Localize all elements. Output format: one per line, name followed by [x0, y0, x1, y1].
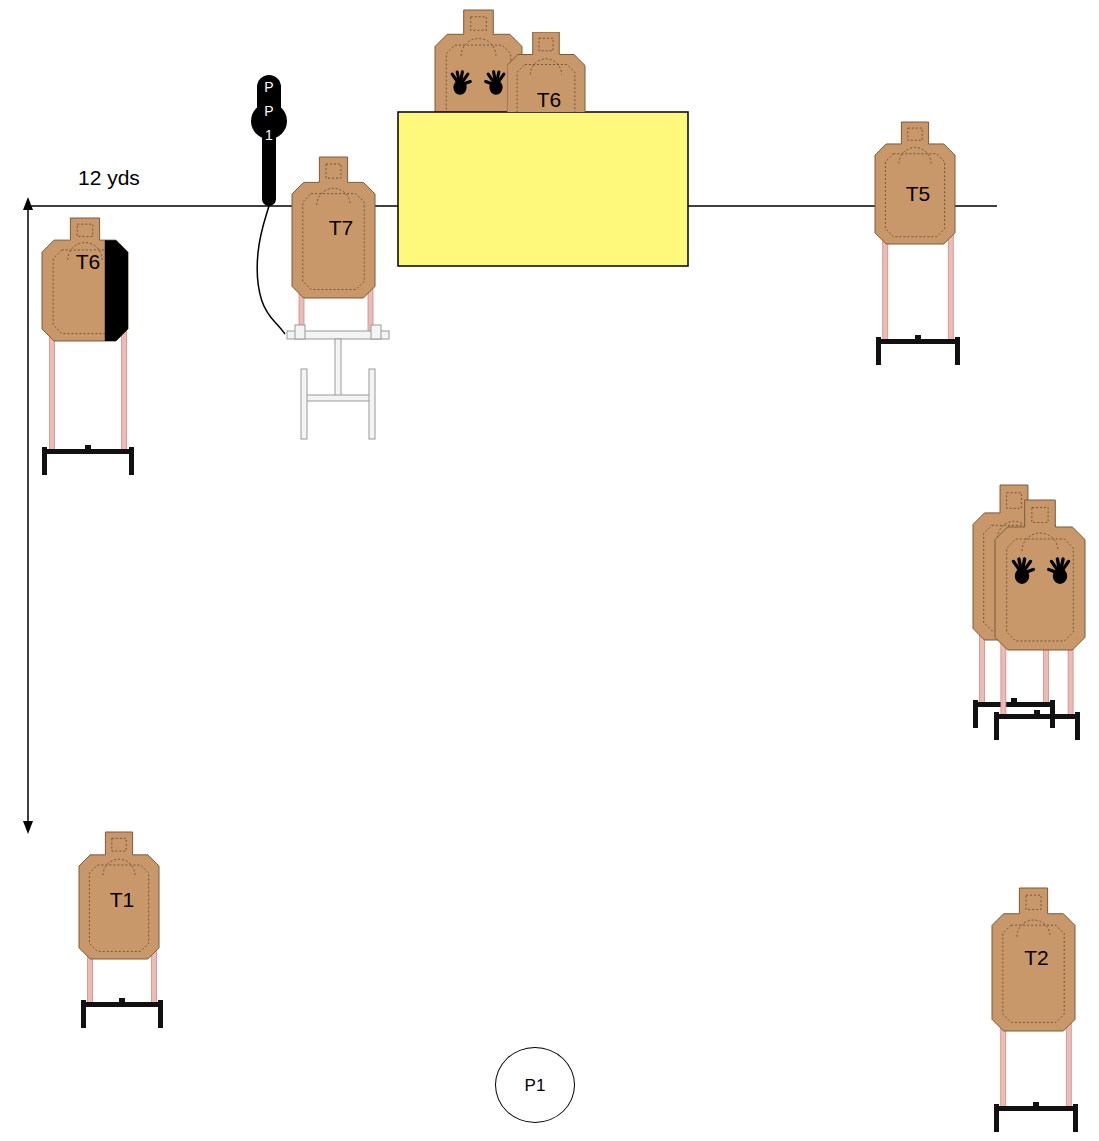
stand-knob: [119, 998, 125, 1003]
stand-leg: [42, 447, 47, 475]
stand-leg: [301, 369, 307, 439]
head-zone: [1007, 493, 1022, 509]
scoring-zone: [530, 59, 561, 75]
head-zone: [471, 17, 487, 31]
stand-leg: [158, 1000, 163, 1028]
stand-leg: [876, 337, 881, 365]
target-label: T6: [507, 88, 591, 112]
target-node: T7: [285, 157, 397, 442]
scoring-zone: [1022, 533, 1058, 551]
prop-label: P P 1: [262, 75, 276, 147]
head-zone: [1032, 508, 1048, 523]
target-label: T5: [875, 182, 961, 206]
target-label: T1: [79, 888, 165, 912]
node-shape: [42, 218, 128, 341]
hand-print: [486, 72, 504, 95]
stand-leg: [1075, 712, 1080, 740]
stand-leg: [973, 700, 978, 728]
scoring-zone: [1007, 539, 1074, 641]
stand-base: [303, 395, 373, 401]
target-label: T6: [42, 250, 134, 274]
finger: [1013, 561, 1022, 573]
target-node: T2: [992, 888, 1081, 1031]
stand-leg: [1073, 1104, 1078, 1132]
hand-print: [452, 72, 470, 95]
distance-label: 12 yds: [78, 166, 140, 190]
head-zone: [77, 224, 92, 236]
stand-knob: [85, 445, 91, 450]
head-zone: [908, 128, 922, 140]
barricade: [398, 112, 688, 266]
activator-cable: [257, 206, 285, 334]
target-node: T5: [875, 122, 961, 244]
finger: [496, 74, 504, 85]
head-zone: [539, 38, 553, 51]
node-shape: [285, 157, 391, 442]
stand-post: [335, 339, 341, 399]
stand-knob: [1033, 1102, 1039, 1107]
target-label: T2: [992, 946, 1081, 970]
hard-cover: [105, 218, 131, 341]
target-label: T7: [285, 216, 397, 240]
scoring-zone: [1017, 920, 1050, 937]
target-silhouette: [995, 500, 1085, 650]
target-node: T1: [79, 832, 165, 959]
head-zone: [326, 164, 341, 178]
stand-leg: [994, 1104, 999, 1132]
stand-bracket: [295, 325, 305, 339]
head-zone: [1026, 895, 1041, 909]
hand-print: [1049, 559, 1069, 584]
arrow-head: [23, 197, 33, 210]
scoring-zone: [317, 188, 350, 205]
stand-leg: [994, 712, 999, 740]
dimension-line: [27, 204, 29, 826]
stand-leg: [81, 1000, 86, 1028]
stand-leg: [955, 337, 960, 365]
swinger-stand: [287, 325, 389, 439]
activator-pill: P P 1: [250, 75, 288, 206]
head-zone: [112, 838, 126, 851]
stand-leg: [129, 447, 134, 475]
target-silhouette: [42, 218, 131, 341]
stand-knob: [1034, 710, 1040, 715]
scoring-zone: [899, 147, 931, 163]
target-body: [995, 500, 1085, 650]
finger: [452, 74, 460, 85]
target-node: T6: [42, 218, 134, 341]
stand-bracket: [371, 325, 381, 339]
scoring-zone: [303, 194, 364, 290]
position-label: P1: [496, 1074, 574, 1098]
arrow-head: [23, 821, 33, 834]
shooting-position: P1: [495, 1047, 575, 1123]
stand-leg: [369, 369, 375, 439]
target-node: T6: [507, 32, 591, 112]
scoring-zone: [103, 859, 135, 875]
stand-knob: [915, 335, 921, 340]
scoring-zone: [1003, 925, 1064, 1022]
scoring-zone: [461, 39, 496, 56]
target-stands: [42, 10, 1085, 1132]
hand-print: [1013, 559, 1033, 584]
stand-knob: [1011, 698, 1017, 703]
finger: [1060, 561, 1069, 573]
